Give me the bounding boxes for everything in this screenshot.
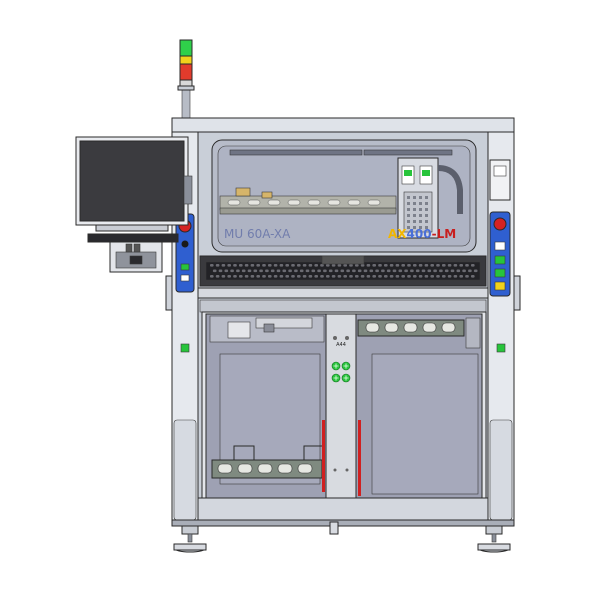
left-key-switch[interactable] — [181, 240, 189, 248]
left-side-indicator — [180, 343, 190, 353]
center-strip — [325, 313, 357, 499]
left-reset-button[interactable] — [180, 274, 190, 282]
ghost-label: MU 60A-XA — [224, 227, 291, 241]
lower-cabinet: A44 — [201, 311, 487, 499]
right-panel-button-green-b[interactable] — [494, 268, 506, 278]
vent-grille — [199, 255, 487, 287]
monitor — [75, 136, 193, 273]
right-control-panel — [489, 159, 511, 353]
status-led — [331, 361, 341, 371]
model-label: AX400-LM — [388, 227, 456, 241]
tower-light-red — [179, 63, 193, 81]
leveling-feet — [173, 521, 511, 553]
signal-tower — [177, 39, 195, 121]
status-led — [341, 373, 351, 383]
glass-hood: MU 60A-XA AX400-LM — [211, 139, 477, 253]
status-leds — [331, 361, 351, 383]
center-tag: A44 — [336, 342, 346, 348]
status-led — [341, 361, 351, 371]
tower-light-yellow — [179, 55, 193, 65]
left-start-button[interactable] — [180, 263, 190, 271]
right-panel-button-white[interactable] — [494, 241, 506, 251]
tower-light-green — [179, 39, 193, 57]
right-side-indicator — [496, 343, 506, 353]
monitor-screen — [79, 140, 185, 222]
right-panel-button-green-a[interactable] — [494, 255, 506, 265]
status-led — [331, 373, 341, 383]
right-estop-button[interactable] — [493, 217, 507, 231]
keyboard-tray — [87, 233, 179, 243]
conveyor-slots — [227, 199, 381, 206]
right-panel-button-yellow[interactable] — [494, 281, 506, 291]
placement-head — [397, 157, 463, 239]
